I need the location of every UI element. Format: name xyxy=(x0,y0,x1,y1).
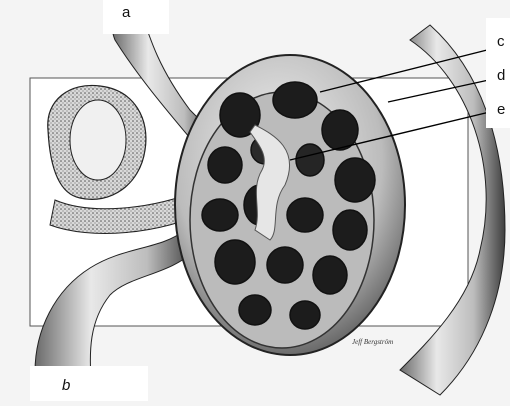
label-b: b xyxy=(62,378,70,393)
label-box-a xyxy=(103,0,169,34)
label-a: a xyxy=(122,5,130,20)
label-box-b xyxy=(30,366,148,401)
label-c: c xyxy=(497,34,505,49)
left-tubule-lumen xyxy=(70,100,126,180)
label-e: e xyxy=(497,102,505,117)
label-d: d xyxy=(497,68,505,83)
artist-signature: Jeff Bergström xyxy=(352,338,393,346)
